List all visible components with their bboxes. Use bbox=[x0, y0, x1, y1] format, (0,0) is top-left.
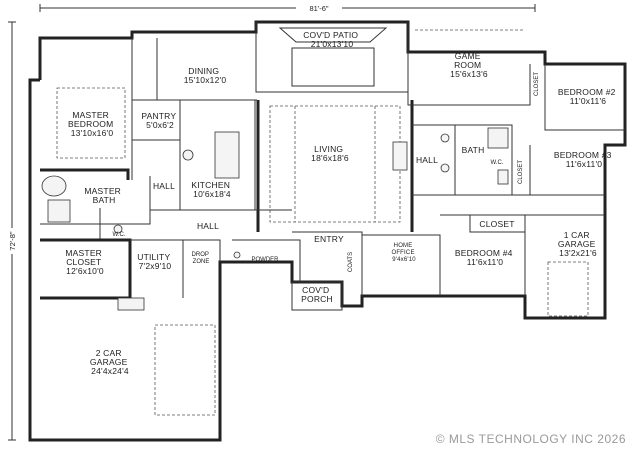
closet-bed2-label: CLOSET bbox=[534, 72, 540, 96]
room-label-porch: COV'D PORCH bbox=[301, 285, 333, 304]
room-label-bed2: BEDROOM #2 11'0x11'6 bbox=[558, 87, 618, 106]
room-label-office: HOME OFFICE 9'4x6'10 bbox=[391, 243, 416, 263]
width-dimension: 81'-6" bbox=[309, 4, 328, 13]
fixtures bbox=[41, 133, 509, 259]
room-label-master: MASTER BEDROOM 13'10x16'0 bbox=[68, 110, 116, 138]
closet-bed4-label: CLOSET bbox=[479, 219, 514, 229]
hall-kitchen-label: HALL bbox=[153, 181, 175, 191]
room-label-bed3: BEDROOM #3 11'6x11'0 bbox=[554, 150, 614, 169]
room-label-pantry: PANTRY 5'0x6'2 bbox=[141, 111, 178, 130]
drop-zone-label: DROP ZONE bbox=[192, 252, 211, 265]
room-label-game: GAME ROOM 15'6x13'6 bbox=[450, 51, 488, 79]
room-label-mcloset: MASTER CLOSET 12'6x10'0 bbox=[65, 248, 104, 276]
room-label-patio: COV'D PATIO 21'0x13'10 bbox=[303, 30, 361, 49]
room-label-garage2: 2 CAR GARAGE 24'4x24'4 bbox=[90, 348, 130, 376]
game-room-label: GAME bbox=[455, 51, 481, 61]
room-label-dining: DINING 15'10x12'0 bbox=[184, 66, 227, 85]
height-dimension: 72'-8" bbox=[8, 231, 17, 250]
room-label-kitchen: KITCHEN 10'6x18'4 bbox=[191, 180, 232, 199]
room-label-mbath: MASTER BATH bbox=[84, 186, 123, 205]
wc-master-label: W.C. bbox=[113, 232, 126, 238]
entry-label: ENTRY bbox=[314, 234, 344, 244]
powder-label: POWDER bbox=[252, 257, 280, 263]
room-label-living: LIVING 18'6x18'6 bbox=[311, 144, 349, 163]
watermark: © MLS TECHNOLOGY INC 2026 bbox=[435, 432, 626, 446]
hall-main-label: HALL bbox=[197, 221, 219, 231]
room-label-bed4: BEDROOM #4 11'6x11'0 bbox=[455, 248, 515, 267]
secondary-labels: HALL HALL HALL BATH W.C. W.C. ENTRY POWD… bbox=[113, 72, 541, 272]
interior-walls bbox=[40, 22, 625, 416]
wc-bath-label: W.C. bbox=[491, 160, 504, 166]
hall-right-label: HALL bbox=[416, 155, 438, 165]
bath-label: BATH bbox=[462, 145, 485, 155]
closet-bed3-label: CLOSET bbox=[518, 160, 524, 184]
coats-label: COATS bbox=[348, 252, 354, 272]
room-labels: COV'D PATIO 21'0x13'10 DINING 15'10x12'0… bbox=[65, 30, 618, 376]
room-label-utility: UTILITY 7'2x9'10 bbox=[137, 252, 172, 271]
room-label-garage1: 1 CAR GARAGE 13'2x21'6 bbox=[558, 230, 598, 258]
